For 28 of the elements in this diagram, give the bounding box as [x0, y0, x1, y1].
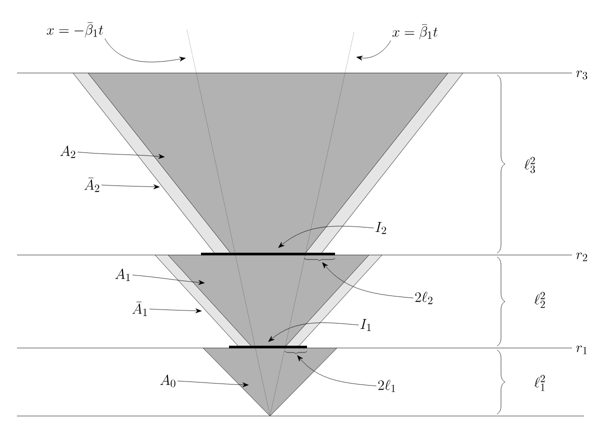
part-label: $2\ell_2$	[415, 292, 432, 304]
leader-arrow	[322, 262, 414, 298]
leader-arrow	[297, 355, 377, 386]
part-label: $I_1$	[360, 319, 371, 331]
line-label: $\ell_3^2$	[524, 156, 535, 174]
part-label: $x = \bar{\beta}_1 t$	[392, 24, 438, 40]
part-label: $A_0$	[160, 374, 176, 388]
part-label: $\bar{A}_1$	[132, 302, 147, 316]
leader-arrow	[177, 380, 249, 388]
leader-arrow	[356, 40, 391, 60]
line-label: $\ell_1^2$	[534, 374, 545, 391]
line-label: $r_1$	[576, 346, 587, 354]
part-label: $x = -\bar{\beta}_1 t$	[46, 22, 104, 38]
leader-arrow	[268, 322, 359, 342]
part-label: $A_2$	[60, 146, 76, 158]
leader-arrow	[104, 38, 186, 62]
part-label: $I_2$	[376, 222, 386, 234]
part-label: $\bar{A}_2$	[84, 178, 100, 192]
line-label: $r_2$	[576, 252, 588, 262]
leader-arrow	[278, 226, 374, 248]
part-label: $A_1$	[115, 268, 130, 281]
leader-arrow	[77, 152, 165, 159]
part-label: $2\ell_1$	[378, 380, 396, 392]
leader-arrow	[149, 308, 202, 314]
leader-arrow	[101, 184, 160, 190]
line-label: $r_3$	[576, 70, 588, 80]
line-label: $\ell_2^2$	[534, 292, 545, 308]
leader-arrow	[132, 274, 205, 285]
